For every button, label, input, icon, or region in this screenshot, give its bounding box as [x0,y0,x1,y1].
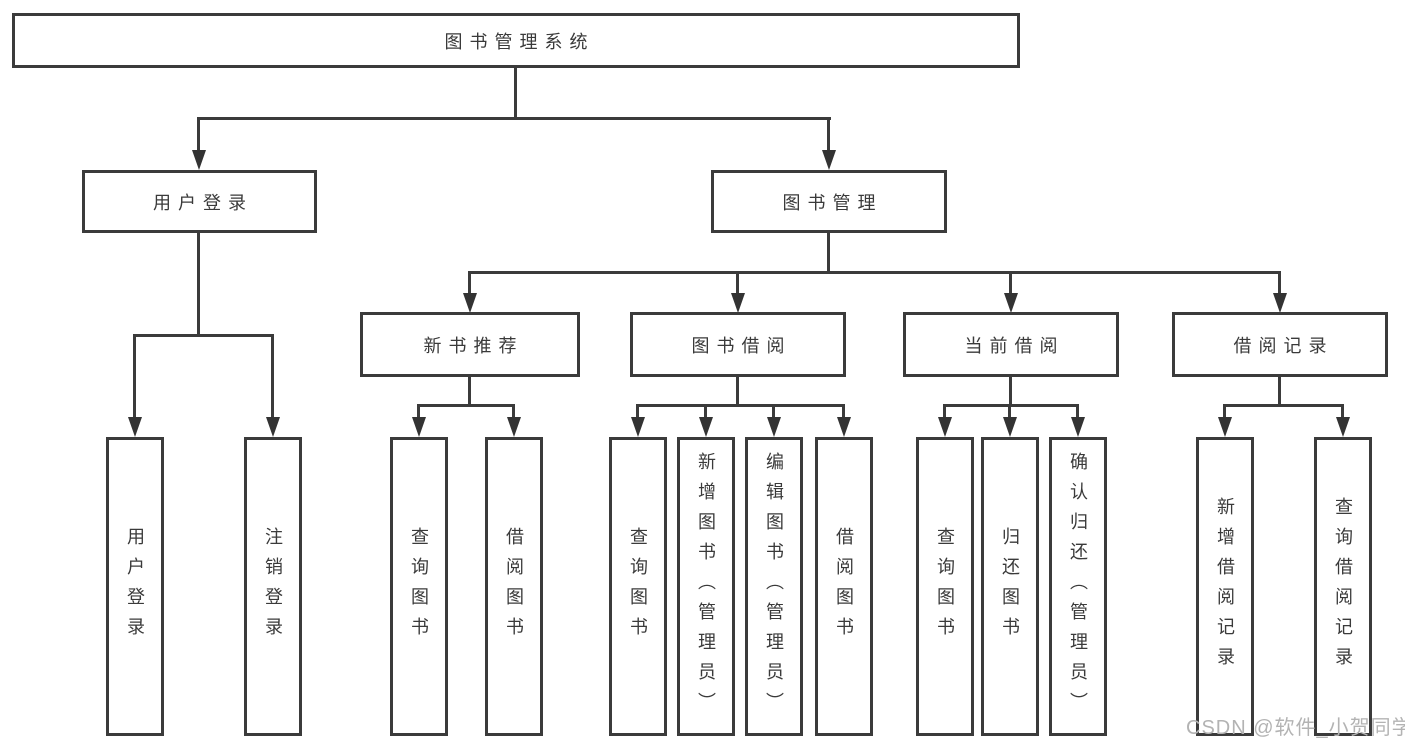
connector-drop-bb-add [704,404,707,420]
node-new-book-recommend: 新书推荐 [360,312,580,377]
connector-drop-bb-borrow [842,404,845,420]
node-borrow-records: 借阅记录 [1172,312,1388,377]
arrow-down-icon [128,417,142,437]
connector-cb-stem [1009,377,1012,407]
node-book-management: 图书管理 [711,170,947,233]
arrow-down-icon [1071,417,1085,437]
node-bb-add-books-admin-label: 新增图书（管理员） [696,451,716,722]
node-cb-return-books-label: 归还图书 [1000,526,1020,647]
connector-drop-leaf-logout [271,334,274,420]
connector-drop-bb-query [636,404,639,420]
connector-br-span [1223,404,1344,407]
arrow-down-icon [699,417,713,437]
connector-bb-span [636,404,845,407]
node-book-borrow: 图书借阅 [630,312,846,377]
arrow-down-icon [731,293,745,313]
connector-user-login-span [133,334,274,337]
node-user-login: 用户登录 [82,170,317,233]
node-br-add-record: 新增借阅记录 [1196,437,1254,736]
arrow-down-icon [837,417,851,437]
arrow-down-icon [266,417,280,437]
connector-nb-span [417,404,515,407]
node-book-management-label: 图书管理 [782,192,883,213]
connector-book-management-span [468,271,1281,274]
connector-bb-stem [736,377,739,407]
node-leaf-logout-label: 注销登录 [263,526,283,647]
node-nb-query-books: 查询图书 [390,437,448,736]
connector-drop-bb-edit [772,404,775,420]
arrow-down-icon [463,293,477,313]
node-bb-borrow-books-label: 借阅图书 [834,526,854,647]
arrow-down-icon [1004,293,1018,313]
node-book-borrow-label: 图书借阅 [691,335,792,356]
arrow-down-icon [192,150,206,170]
node-nb-borrow-books-label: 借阅图书 [504,526,524,647]
node-borrow-records-label: 借阅记录 [1233,335,1334,356]
node-leaf-logout: 注销登录 [244,437,302,736]
connector-cb-span [943,404,1079,407]
connector-drop-cb-query [943,404,946,420]
connector-drop-new-book-recommend [468,271,471,297]
arrow-down-icon [822,150,836,170]
node-bb-query-books-label: 查询图书 [628,526,648,647]
node-current-borrow: 当前借阅 [903,312,1119,377]
node-cb-return-books: 归还图书 [981,437,1039,736]
node-br-query-record-label: 查询借阅记录 [1333,496,1353,677]
connector-drop-br-add [1223,404,1226,420]
node-bb-add-books-admin: 新增图书（管理员） [677,437,735,736]
node-nb-borrow-books: 借阅图书 [485,437,543,736]
arrow-down-icon [412,417,426,437]
node-nb-query-books-label: 查询图书 [409,526,429,647]
arrow-down-icon [938,417,952,437]
connector-book-management-stem [827,233,830,274]
connector-user-login-stem [197,233,200,336]
connector-drop-borrow-records [1278,271,1281,297]
arrow-down-icon [507,417,521,437]
node-current-borrow-label: 当前借阅 [964,335,1065,356]
node-cb-confirm-return-admin-label: 确认归还（管理员） [1068,451,1088,722]
node-leaf-user-login-label: 用户登录 [125,526,145,647]
node-cb-query-books-label: 查询图书 [935,526,955,647]
node-bb-edit-books-admin: 编辑图书（管理员） [745,437,803,736]
csdn-watermark: CSDN @软件_小贺同学 [1186,717,1405,739]
connector-drop-book-borrow [736,271,739,297]
arrow-down-icon [1003,417,1017,437]
connector-drop-book-management [827,117,830,153]
node-br-query-record: 查询借阅记录 [1314,437,1372,736]
connector-br-stem [1278,377,1281,407]
connector-nb-stem [468,377,471,407]
arrow-down-icon [631,417,645,437]
connector-drop-nb-borrow [512,404,515,420]
arrow-down-icon [1336,417,1350,437]
connector-drop-br-query [1341,404,1344,420]
connector-root-span [197,117,831,120]
arrow-down-icon [1273,293,1287,313]
node-bb-borrow-books: 借阅图书 [815,437,873,736]
node-br-add-record-label: 新增借阅记录 [1215,496,1235,677]
connector-drop-cb-confirm [1076,404,1079,420]
node-leaf-user-login: 用户登录 [106,437,164,736]
arrow-down-icon [1218,417,1232,437]
node-cb-confirm-return-admin: 确认归还（管理员） [1049,437,1107,736]
arrow-down-icon [767,417,781,437]
node-bb-edit-books-admin-label: 编辑图书（管理员） [764,451,784,722]
connector-drop-user-login [197,117,200,153]
node-library-management-system: 图书管理系统 [12,13,1020,68]
connector-drop-leaf-user-login [133,334,136,420]
node-user-login-label: 用户登录 [153,192,253,213]
node-new-book-recommend-label: 新书推荐 [423,335,524,356]
connector-drop-nb-query [417,404,420,420]
connector-root-stem [514,68,517,117]
connector-drop-cb-return [1008,404,1011,420]
connector-drop-current-borrow [1009,271,1012,297]
node-library-management-system-label: 图书管理系统 [444,31,595,52]
node-cb-query-books: 查询图书 [916,437,974,736]
node-bb-query-books: 查询图书 [609,437,667,736]
